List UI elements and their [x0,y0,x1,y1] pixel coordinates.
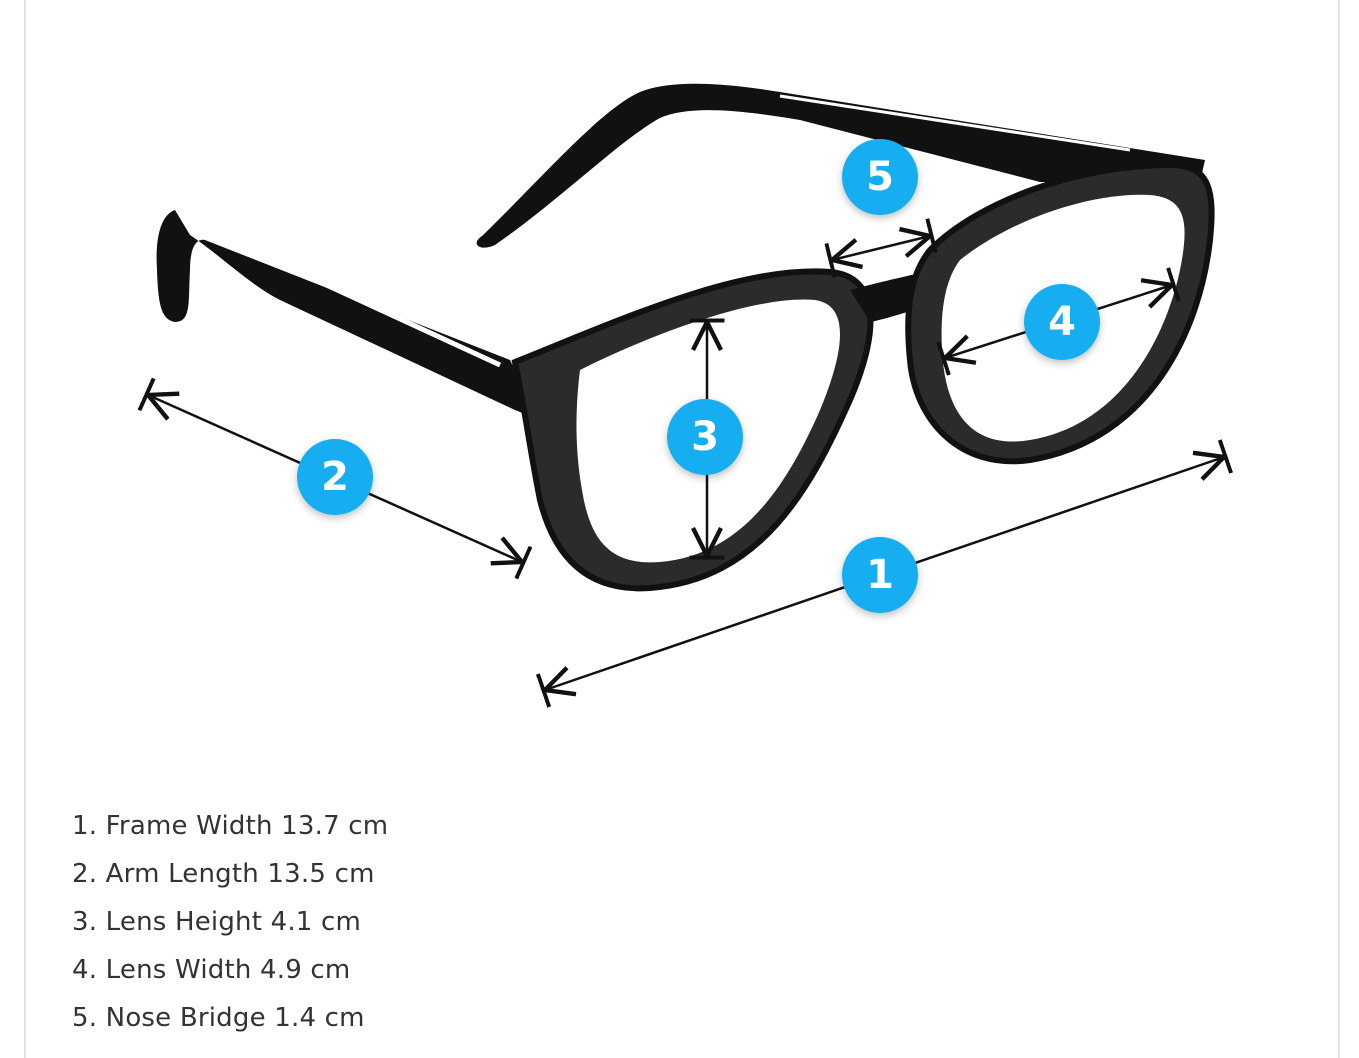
badge-2: 2 [297,439,373,515]
svg-text:5: 5 [866,154,894,200]
badge-4: 4 [1024,284,1100,360]
near-temple-arm [156,210,540,420]
spec-arm-length: 2. Arm Length 13.5 cm [72,859,375,889]
badge-3: 3 [667,399,743,475]
spec-frame-width: 1. Frame Width 13.7 cm [72,811,389,841]
spec-nose-bridge: 5. Nose Bridge 1.4 cm [72,1003,365,1033]
spec-lens-width: 4. Lens Width 4.9 cm [72,955,351,985]
svg-text:4: 4 [1048,299,1076,345]
glasses-measurement-diagram: 1 2 3 4 5 [0,83,1359,780]
measurement-list: 1. Frame Width 13.7 cm 2. Arm Length 13.… [72,802,388,1042]
product-card [24,0,1340,1058]
badge-5: 5 [842,139,918,215]
far-temple-arm [476,83,1205,248]
svg-text:1: 1 [866,552,894,598]
svg-text:2: 2 [321,454,349,500]
badge-1: 1 [842,537,918,613]
spec-lens-height: 3. Lens Height 4.1 cm [72,907,362,937]
nose-bridge-arrow [832,236,930,260]
svg-text:3: 3 [691,414,719,460]
